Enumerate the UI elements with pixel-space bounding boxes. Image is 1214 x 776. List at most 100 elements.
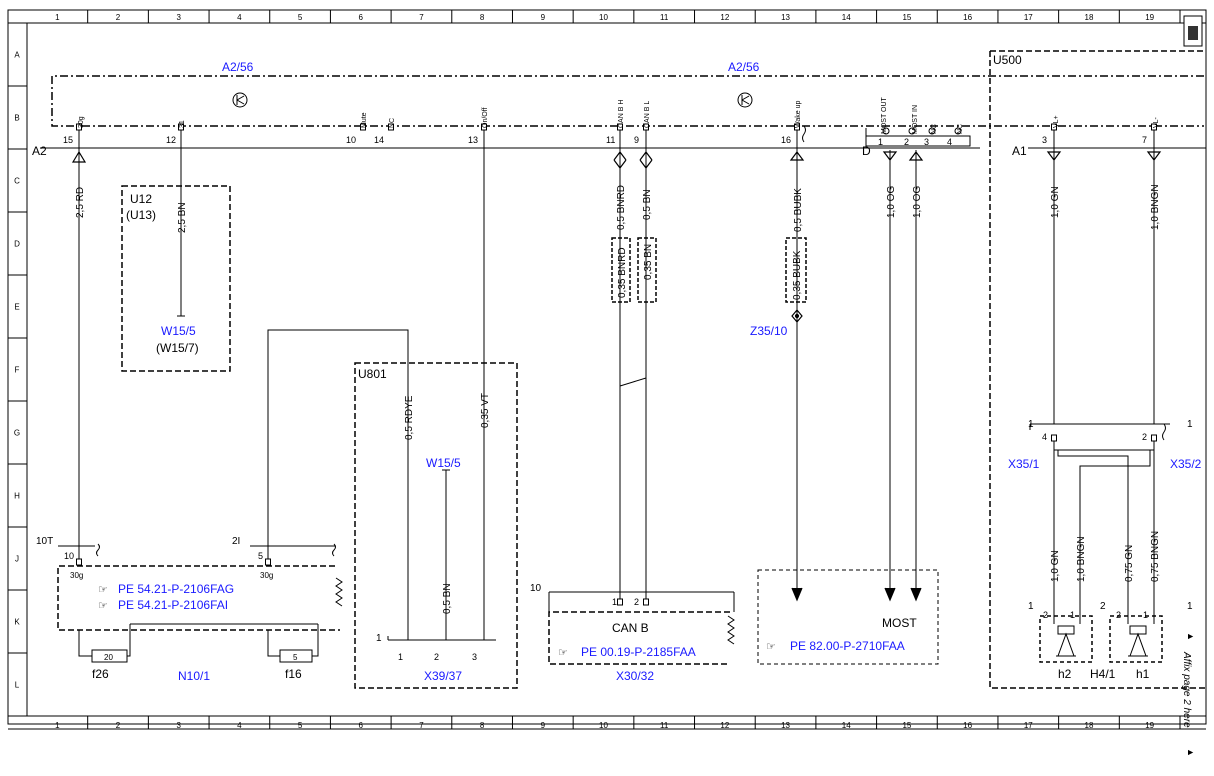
column-number: 17 [1024,721,1033,730]
pin-func-nc-d3: NC [931,124,938,134]
module-u500: U500 [993,53,1022,67]
terminal-pin [954,127,962,135]
h4-num-1b: 1 [1187,601,1193,612]
speaker-group-h4-1: H4/1 [1090,667,1116,681]
wire-1-0-og-b: 1,0 OG [912,186,923,218]
column-number: 17 [1024,13,1033,22]
pin-12: 12 [166,135,176,145]
connector-x35-1[interactable]: X35/1 [1008,457,1040,471]
wire-0-35-bn: 0,35 BN [643,244,654,280]
column-number: 9 [541,13,546,22]
column-number: 1 [55,13,60,22]
pin-func-vl-plus: VL+ [1053,115,1060,128]
speaker-h2-label: h2 [1058,667,1072,681]
h2-pin-1: 1 [1070,610,1075,620]
can-b-label: CAN B [612,621,649,635]
column-number: 7 [419,13,424,22]
connector-x35-2[interactable]: X35/2 [1170,457,1202,471]
connector-d: D [862,144,871,158]
wire-0-35-vt: 0,35 VT [480,393,491,428]
x35-num-1a: 1 [1028,419,1034,430]
n10-pin-5: 5 [258,551,263,561]
module-n10-1[interactable]: N10/1 [178,669,210,683]
connector-z35-10[interactable]: Z35/10 [750,324,788,338]
fuse-f16: f16 [285,667,302,681]
h1-pin-2: 2 [1116,610,1121,620]
column-number: 4 [237,721,242,730]
x35-num-1c: 1 [1187,419,1193,430]
h4-num-1: 1 [1028,601,1034,612]
column-number: 14 [842,13,851,22]
module-a1: A1 [1012,144,1027,158]
terminal-pin [388,123,394,131]
terminal-pin [76,123,82,131]
column-number: 18 [1085,721,1094,730]
column-number: 19 [1145,721,1154,730]
pin-d-2: 2 [904,137,909,147]
column-number: 12 [720,13,729,22]
terminal-pin [1051,434,1057,442]
wire-0-35-bnrd: 0,35 BNRD [617,247,628,298]
n10-30g-b: 30g [260,571,273,580]
column-number: 5 [298,721,303,730]
speaker-h1-label: h1 [1136,667,1150,681]
terminal-pin [360,123,366,131]
wire-0-5-bn-can: 0,5 BN [642,189,653,220]
svg-text:☞: ☞ [98,600,108,612]
wire-1-0-og-a: 1,0 OG [886,186,897,218]
module-a2-56-left[interactable]: A2/56 [222,60,254,74]
h4-num-2: 2 [1100,601,1106,612]
ground-symbol-icon [737,92,753,108]
pin-d-3: 3 [924,137,929,147]
n10-pin-10: 10 [64,551,74,561]
column-number: 16 [963,13,972,22]
column-number: 7 [419,721,424,730]
x30-pin-2: 2 [634,597,639,607]
wire-1-0-gn-top: 1,0 GN [1050,186,1061,218]
n10-2i: 2I [232,536,240,547]
pin-func-mute: Mute [361,112,368,128]
terminal-pin [928,127,936,135]
fuse-20-rating: 20 [104,653,113,662]
x39-pin-3: 3 [472,652,477,662]
connector-x30-32[interactable]: X30/32 [616,669,654,683]
module-a2-56-right[interactable]: A2/56 [728,60,760,74]
pe-reference-4[interactable]: PE 82.00-P-2710FAA [790,639,905,653]
column-number: 12 [720,721,729,730]
pin-13: 13 [468,135,478,145]
pe-reference-2[interactable]: PE 54.21-P-2106FAI [118,598,228,612]
h1-pin-1: 1 [1143,610,1148,620]
pe-reference-3[interactable]: PE 00.19-P-2185FAA [581,645,696,659]
terminal-pin [76,558,82,566]
column-number: 13 [781,13,790,22]
ground-w15-5-left[interactable]: W15/5 [161,324,196,338]
column-number: 11 [660,13,669,22]
ground-symbol-icon [232,92,248,108]
terminal-pin [908,127,916,135]
terminal-pin [643,598,649,606]
column-number: 14 [842,721,851,730]
pin-func-onoff: On/Off [482,107,489,128]
x30-pin-1: 1 [612,597,617,607]
pin-9: 9 [634,135,639,145]
column-number: 13 [781,721,790,730]
wire-1-0-bngn-bot: 1,0 BNGN [1076,536,1087,582]
wiring [40,128,1206,663]
column-number: 6 [359,721,364,730]
triangle-marker-icon: ▲ [1186,632,1196,641]
row-letter: A [14,51,20,60]
module-u801: U801 [358,367,387,381]
ground-w15-5-mid[interactable]: W15/5 [426,456,461,470]
pin-func-nc: NC [389,118,396,128]
wire-0-5-bubk: 0,5 BUBK [793,188,804,232]
pin-14: 14 [374,135,384,145]
pointing-hand-icon: ☞ ☞ ☞ ☞ [98,584,776,659]
row-letter: K [14,618,20,627]
column-number: 6 [359,13,364,22]
terminal-pin [617,123,623,131]
pe-reference-1[interactable]: PE 54.21-P-2106FAG [118,582,234,596]
connector-x39-37[interactable]: X39/37 [424,669,462,683]
terminal-pin [1151,434,1157,442]
row-letter: C [14,177,20,186]
